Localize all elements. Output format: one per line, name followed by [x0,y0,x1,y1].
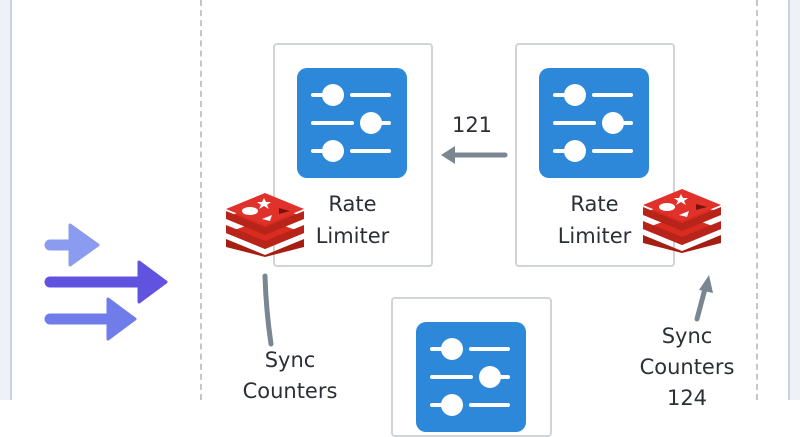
sliders-icon [539,68,649,178]
traffic-arrow-top [44,223,100,267]
rate-limiter-1-label-line1: Rate [328,192,377,216]
edge-label-121: 121 [451,113,493,137]
redis-icon [224,191,306,257]
right-panel-edge [788,0,800,400]
rate-limiter-1-label-line2: Limiter [315,224,390,248]
cluster-boundary-right [756,0,758,400]
cluster-boundary-left [200,0,202,400]
rate-limiter-2-label-line2: Limiter [557,224,632,248]
sync-counters-right-line2: Counters [639,355,735,379]
edge-arrow-node3-to-node2 [694,275,713,322]
edge-arrow-node2-to-node1 [441,146,508,164]
sync-counters-left-line1: Sync [264,348,316,372]
redis-icon [641,187,723,253]
sync-counters-right-value: 124 [666,386,708,410]
left-panel-edge [0,0,12,400]
traffic-arrow-bottom [44,297,137,341]
connectors [262,146,713,347]
edge-line-node1-sync [262,273,274,347]
traffic-arrow-middle [44,260,168,304]
incoming-requests-arrows-icon [44,223,168,341]
sliders-icon [297,68,407,178]
sync-counters-right-line1: Sync [661,324,713,348]
rate-limiter-2-label-line1: Rate [570,192,619,216]
sync-counters-left-line2: Counters [242,379,338,403]
